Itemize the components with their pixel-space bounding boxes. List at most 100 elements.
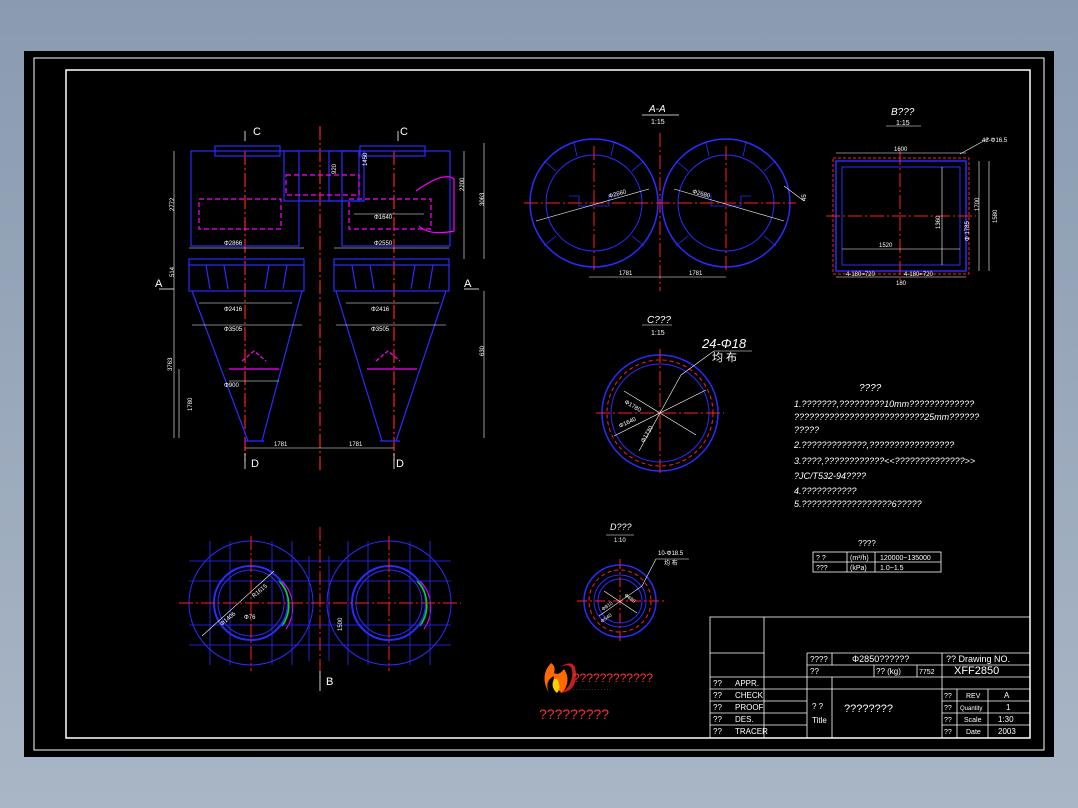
view-b-bottom-1: 4-180=720 [846, 272, 876, 278]
view-d-holes-sub: 均 布 [664, 559, 678, 567]
view-c-holes: 24-Φ18 [701, 336, 747, 351]
flame-inner-icon [552, 679, 560, 693]
section-aa-scale: 1:15 [651, 119, 665, 126]
tb-scale-label: Scale [964, 717, 982, 724]
tb-date-cn: ?? [944, 729, 952, 736]
tb-weight-label: ?? (kg) [876, 667, 901, 676]
note-line-5: 3.????,????????????<<??????????????>> [794, 456, 975, 466]
inner-frame [65, 69, 1031, 739]
notes-heading: ???? [859, 383, 882, 394]
view-c-d1: Φ1780 [623, 400, 642, 415]
section-aa-title: A-A [648, 104, 666, 115]
tb-rev-label: REV [966, 693, 981, 700]
front-view-labels: C C A A D D 2772 514 3763 1780 2200 3063… [155, 126, 486, 470]
cad-drawing: C C A A D D 2772 514 3763 1780 2200 3063… [33, 57, 1045, 751]
plan-view [179, 527, 461, 691]
section-d-left: D [251, 458, 259, 470]
tb-title-label: Title [812, 716, 827, 725]
tb-qty-cn: ?? [944, 705, 952, 712]
outer-frame [33, 57, 1045, 751]
view-c-d2: Φ1640 [618, 416, 638, 429]
note-line-1: 1.???????,?????????10mm????????????? [794, 399, 974, 409]
specs-heading: ???? [858, 539, 876, 548]
view-d-holes: 10-Φ18.5 [658, 551, 684, 557]
note-line-6: ?JC/T532-94???? [794, 471, 866, 481]
dim-1780: 1780 [188, 397, 194, 411]
tb-weight: 7752 [919, 669, 935, 676]
view-c [596, 324, 752, 476]
section-d-right: D [396, 458, 404, 470]
view-c-scale: 1:15 [651, 330, 665, 337]
section-aa-labels: A-A 1:15 Φ2660 Φ2680 1781 1781 45 [608, 104, 808, 277]
tb-qty: 1 [1006, 703, 1011, 712]
plan-view-labels: B Φ1406 R1615 Φ76 1500 [219, 583, 344, 688]
aa-span-left: 1781 [619, 271, 633, 277]
view-d-scale: 1:10 [614, 538, 626, 544]
note-line-4: 2.?????????????,????????????????? [793, 440, 954, 450]
title-block-text: ???? Φ2850?????? ?? Drawing NO. ?? ?? (k… [713, 654, 1016, 736]
dim-514: 514 [170, 266, 176, 277]
dim-2416-left: Φ2416 [224, 307, 243, 313]
tb-date: 2003 [998, 727, 1016, 736]
dim-1781-left: 1781 [274, 442, 288, 448]
view-b-bottom-2: 4-180=720 [904, 272, 934, 278]
dim-3063: 3063 [480, 192, 486, 206]
tb-name-label: ???? [810, 655, 828, 664]
dim-3505-left: Φ3505 [224, 327, 243, 333]
view-d-title: D??? [610, 522, 632, 532]
tb-signoff-1-cn: ?? [713, 679, 722, 688]
spec-row-2-name: ??? [816, 565, 828, 572]
view-b-bottom-3: 180 [896, 281, 907, 287]
aa-dim-2660: Φ2660 [608, 189, 628, 200]
view-d-labels: D??? 1:10 10-Φ18.5 均 布 Φ810 Φ680 Φ540 [600, 522, 684, 625]
view-b-h2: 1700 [975, 197, 981, 211]
note-line-8: 5.??????????????????6????? [794, 499, 922, 509]
view-c-labels: C??? 1:15 24-Φ18 均 布 Φ1780 Φ1640 Φ1730 [618, 315, 747, 444]
dim-2866: Φ2866 [224, 241, 243, 247]
dim-1781-right: 1781 [349, 442, 363, 448]
spec-row-2-unit: (kPa) [850, 565, 867, 572]
tb-title-label-cn: ? ? [812, 702, 824, 711]
aa-span-right: 1781 [689, 271, 703, 277]
view-c-d3: Φ1730 [641, 425, 656, 444]
flame-icon [544, 663, 568, 693]
drawing-sheet: C C A A D D 2772 514 3763 1780 2200 3063… [24, 51, 1054, 757]
technical-notes: ???? 1.???????,?????????10mm????????????… [793, 383, 979, 509]
tb-signoff-3: PROOF [735, 703, 764, 712]
view-b [826, 125, 990, 283]
spec-row-1-value: 120000~135000 [880, 555, 931, 562]
section-aa-view [524, 114, 805, 291]
view-b-inner: 1520 [879, 243, 893, 249]
plan-d76: Φ76 [244, 615, 256, 621]
view-d-d2: Φ680 [623, 593, 637, 605]
flame-swoosh-icon [558, 663, 576, 693]
tb-name-value: Φ2850?????? [852, 654, 909, 664]
company-logo: ???????????? · · · · · · · · · · · · · ?… [539, 663, 653, 722]
title-block [709, 616, 1031, 739]
tb-signoff-1: APPR. [735, 679, 759, 688]
view-b-h1: 1360 [936, 215, 942, 229]
specs-table: ???? ? ? (m³/h) 120000~135000 ??? (kPa) … [812, 539, 942, 573]
view-b-h4: 1580 [993, 209, 999, 223]
dim-1640: Φ1640 [374, 215, 393, 221]
note-line-3: ????? [794, 425, 819, 435]
view-b-holes: 42-Φ16.5 [982, 138, 1008, 144]
aa-offset: 45 [802, 194, 808, 201]
dim-630: 630 [480, 345, 486, 356]
dim-3505-right: Φ3505 [371, 327, 390, 333]
view-b-labels: B??? 1:15 42-Φ16.5 1600 1520 1360 1700 Φ… [846, 107, 1008, 287]
dim-920: 920 [332, 163, 338, 174]
tb-rev: A [1004, 691, 1010, 700]
note-line-2: ??????????????????????????25mm?????? [794, 412, 979, 422]
tb-rev-cn: ?? [944, 693, 952, 700]
view-b-h3: Φ 1785 [965, 221, 971, 241]
tb-signoff-4: DES. [735, 715, 754, 724]
tb-signoff-5: TRACER [735, 727, 768, 736]
tb-qty-label: Quantity [960, 706, 982, 712]
view-b-width: 1600 [894, 147, 908, 153]
tb-drawing-no: XFF2850 [954, 665, 999, 677]
tb-signoff-5-cn: ?? [713, 727, 722, 736]
section-a-right: A [464, 278, 472, 290]
plan-r1615: R1615 [251, 583, 269, 599]
dim-2200: 2200 [460, 177, 466, 191]
